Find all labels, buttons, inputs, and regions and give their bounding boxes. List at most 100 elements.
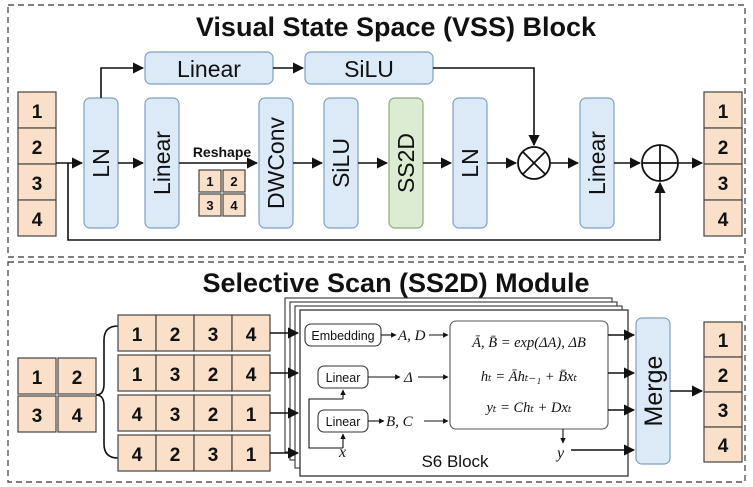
vss-output-token-label: 4: [718, 210, 729, 231]
ss2d-title: Selective Scan (SS2D) Module: [202, 268, 589, 298]
scan-cell-label: 2: [208, 405, 219, 426]
residual-connection: [67, 163, 666, 241]
scan-cell: [117, 434, 157, 472]
top-linear-label: Linear: [177, 56, 241, 82]
scan-cell-label: 4: [132, 405, 143, 426]
merge-arrows: [571, 329, 636, 456]
multiply-operator: [517, 146, 551, 180]
ss2d-input-cell: [57, 395, 97, 433]
vss-output-token-label: 2: [718, 138, 729, 159]
scan-cell-label: 1: [246, 445, 257, 466]
scan-cell-label: 1: [132, 365, 143, 386]
vss-input-token-label: 1: [32, 102, 43, 123]
vss-output-token: [703, 91, 743, 129]
vss-output-token-label: 1: [718, 102, 729, 123]
x-feed-path: [308, 398, 343, 449]
scan-cell-label: 3: [170, 405, 181, 426]
scan-cell: [231, 314, 271, 352]
ss2d-input-grid: 1 2 3 4: [17, 357, 97, 433]
reshape-grid-cell: [222, 169, 246, 193]
vss-output-token: [703, 199, 743, 237]
scan-cell: [155, 434, 195, 472]
scan-cell: [193, 314, 233, 352]
vss-input-token: [17, 199, 57, 237]
ss2d-output-token: [703, 321, 743, 358]
vss-output-token-label: 3: [718, 174, 729, 195]
scan-cell-label: 3: [208, 445, 219, 466]
ss2d-label: SS2D: [393, 133, 419, 193]
scan-brace: [95, 325, 119, 459]
reshape-grid-cell: [198, 169, 222, 193]
equation-state: hₜ = Āhₜ₋₁ + B̄xₜ: [481, 369, 578, 385]
embedding-label: Embedding: [311, 329, 374, 343]
linear-bc-label: Linear: [326, 415, 361, 429]
ss2d-output-token-label: 4: [718, 436, 729, 457]
linear1-label: Linear: [149, 131, 175, 195]
reshape-grid-label: 2: [230, 174, 237, 189]
scan-cell-label: 3: [170, 365, 181, 386]
reshape-grid-cell: [222, 193, 246, 217]
ad-symbol: A, D: [397, 328, 426, 344]
vss-input-token: [17, 127, 57, 165]
scan-cell-label: 4: [132, 445, 143, 466]
top-silu-label: SiLU: [344, 56, 394, 82]
reshape-grid: 1 2 3 4: [198, 169, 246, 217]
ss2d-input-cell-label: 3: [32, 406, 43, 427]
ss2d-input-cell: [57, 357, 97, 395]
merge-label: Merge: [640, 356, 668, 427]
vss-output-token: [703, 127, 743, 165]
scan-cell-label: 2: [208, 365, 219, 386]
scan-cell: [155, 354, 195, 392]
ss2d-input-cell-label: 2: [72, 368, 83, 389]
reshape-grid-label: 1: [206, 174, 213, 189]
vss-block-panel: Visual State Space (VSS) Block 1 2 3 4 1…: [7, 4, 746, 258]
scan-cell: [193, 434, 233, 472]
ln2-label: LN: [457, 148, 483, 177]
scan-cell-label: 2: [170, 325, 181, 346]
vss-connections: [56, 62, 704, 241]
y-symbol: y: [555, 445, 565, 462]
equation-output: yₜ = Chₜ + Dxₜ: [484, 400, 571, 416]
vss-input-token-label: 3: [32, 174, 43, 195]
reshape-grid-cell: [198, 193, 222, 217]
s6-block-label: S6 Block: [421, 452, 489, 471]
scan-cell: [193, 354, 233, 392]
scan-cell: [231, 394, 271, 432]
scan-cell: [231, 354, 271, 392]
scan-sequences: 1 2 3 4 1 3 2 4 4 3 2 1 4 2 3 1: [117, 314, 271, 472]
scan-cell-label: 4: [246, 325, 257, 346]
reshape-grid-label: 4: [230, 198, 238, 213]
scan-cell-label: 1: [132, 325, 143, 346]
s6-internal: Embedding Linear Linear x A, D Δ B, C Ā: [304, 320, 609, 471]
equation-discretize: Ā, B̄ = exp(ΔA), ΔB: [471, 335, 586, 351]
ss2d-module-panel: Selective Scan (SS2D) Module 1 2 3 4: [7, 261, 746, 483]
ss2d-panel-border: [7, 261, 746, 483]
scan-cell: [155, 314, 195, 352]
vss-title: Visual State Space (VSS) Block: [196, 12, 597, 42]
linear-delta-label: Linear: [326, 371, 361, 385]
reshape-label: Reshape: [193, 144, 252, 160]
arrow-top-silu-multiply: [433, 67, 540, 147]
add-operator: [641, 144, 679, 182]
delta-symbol: Δ: [403, 370, 413, 386]
ln1-label: LN: [88, 148, 114, 177]
scan-cell: [231, 434, 271, 472]
vss-panel-border: [7, 4, 746, 258]
ss2d-output-token: [703, 356, 743, 393]
silu-label: SiLU: [328, 138, 354, 188]
reshape-grid-label: 3: [206, 198, 213, 213]
x-symbol: x: [338, 444, 346, 461]
ss2d-input-cell-label: 1: [32, 368, 43, 389]
ss2d-output-tokens: 1 2 3 4: [703, 321, 743, 463]
scan-cell-label: 2: [170, 445, 181, 466]
vss-input-tokens: 1 2 3 4: [17, 91, 57, 237]
bc-symbol: B, C: [386, 414, 414, 430]
vss-input-token-label: 4: [32, 210, 43, 231]
ss2d-output-token-label: 2: [718, 366, 729, 387]
linear2-label: Linear: [584, 131, 610, 195]
arrow-ln-top-linear: [100, 62, 145, 98]
vss-output-token: [703, 163, 743, 201]
ss2d-input-cell: [17, 357, 57, 395]
vss-input-token: [17, 91, 57, 129]
